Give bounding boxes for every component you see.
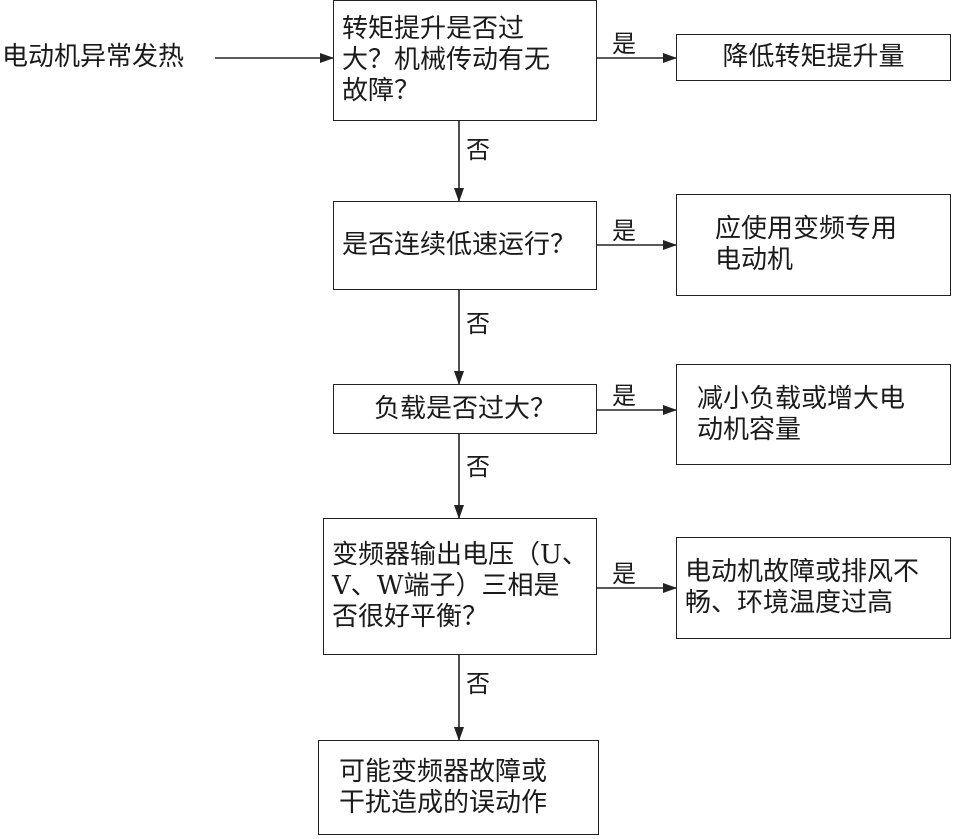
action-motor-fault: 电动机故障或排风不 畅、环境温度过高 [676, 537, 951, 639]
no-label-4: 否 [466, 670, 490, 698]
action-text: 降低转矩提升量 [722, 42, 905, 72]
action-reduce-load: 减小负载或增大电 动机容量 [676, 364, 951, 465]
decision-text: 负载是否过大？ [373, 393, 556, 424]
decision-low-speed: 是否连续低速运行？ [333, 201, 597, 290]
action-use-vfd-motor: 应使用变频专用 电动机 [676, 194, 951, 296]
action-text: 减小负载或增大电 动机容量 [697, 383, 906, 445]
entry-label: 电动机异常发热 [2, 42, 185, 72]
decision-text: 是否连续低速运行？ [342, 230, 577, 260]
action-text: 电动机故障或排风不 畅、环境温度过高 [685, 557, 920, 618]
final-text: 可能变频器故障或 干扰造成的误动作 [339, 756, 548, 818]
no-label-2: 否 [466, 310, 490, 338]
yes-label-3: 是 [612, 382, 636, 410]
decision-text: 变频器输出电压（U、 V、W端子）三相是 否很好平衡？ [332, 540, 588, 632]
no-label-3: 否 [466, 453, 490, 481]
yes-label-1: 是 [612, 30, 636, 58]
action-text: 应使用变频专用 电动机 [715, 214, 898, 275]
action-reduce-torque-boost: 降低转矩提升量 [676, 34, 951, 81]
decision-text: 转矩提升是否过 大？机械传动有无 故障？ [342, 14, 551, 106]
final-conclusion: 可能变频器故障或 干扰造成的误动作 [318, 740, 599, 835]
yes-label-4: 是 [612, 560, 636, 588]
decision-phase-balance: 变频器输出电压（U、 V、W端子）三相是 否很好平衡？ [323, 518, 597, 655]
no-label-1: 否 [466, 136, 490, 164]
decision-overload: 负载是否过大？ [333, 384, 597, 434]
yes-label-2: 是 [612, 217, 636, 245]
decision-torque-boost: 转矩提升是否过 大？机械传动有无 故障？ [333, 0, 597, 121]
